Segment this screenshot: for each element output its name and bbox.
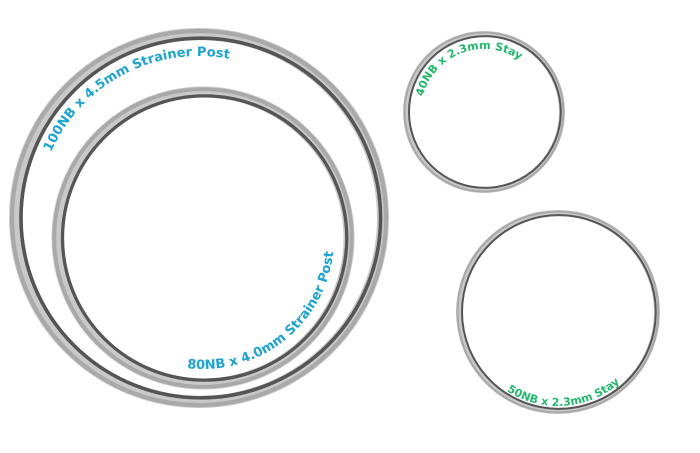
pipe-wall-shade bbox=[456, 210, 660, 414]
ring-50nb: 50NB x 2.3mm Stay bbox=[456, 210, 660, 414]
pipe-wall bbox=[51, 86, 355, 390]
ring-label-40nb: 40NB x 2.3mm Stay bbox=[413, 39, 525, 98]
ring-40nb: 40NB x 2.3mm Stay bbox=[403, 31, 565, 193]
pipe-wall bbox=[403, 31, 565, 193]
pipe-inner-edge bbox=[408, 35, 562, 189]
ring-80nb: 80NB x 4.0mm Strainer Post bbox=[51, 86, 355, 390]
pipe-wall bbox=[9, 28, 389, 408]
pipe-wall-shade bbox=[52, 87, 354, 389]
ring-label-100nb: 100NB x 4.5mm Strainer Post bbox=[41, 45, 231, 154]
pipe-wall-shade bbox=[9, 28, 389, 408]
ring-label-text: 40NB x 2.3mm Stay bbox=[413, 39, 525, 98]
pipe-inner-edge bbox=[60, 94, 349, 382]
pipe-wall-shade bbox=[403, 31, 565, 193]
ring-label-text: 100NB x 4.5mm Strainer Post bbox=[41, 45, 231, 154]
pipe-inner-edge bbox=[461, 214, 657, 410]
pipe-inner-edge bbox=[19, 36, 383, 400]
pipe-wall bbox=[456, 210, 660, 414]
